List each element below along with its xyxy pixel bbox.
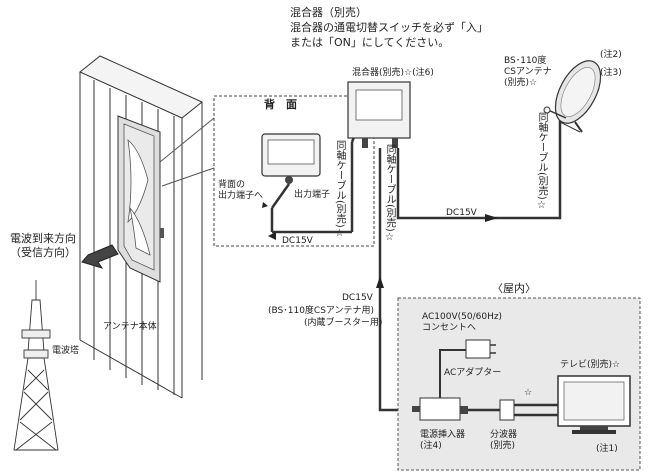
antenna-body-label: アンテナ本体 <box>103 322 157 332</box>
dc-up-arrow <box>376 276 384 288</box>
coax-right-label: 同軸ケーブル(別売)☆ <box>536 112 547 211</box>
power-inserter <box>412 397 500 421</box>
indoor-title: 〈屋内〉 <box>492 282 536 295</box>
output-terminal-back-label: 背面の 出力端子へ <box>218 180 264 201</box>
notice-line2: または「ON」にしてください。 <box>290 36 450 49</box>
note2-label: (注2) <box>600 50 622 60</box>
coax-left-label: 同軸ケーブル(別売)☆ <box>334 140 345 239</box>
adapter-label: ACアダプター <box>444 368 502 378</box>
bs-antenna-label: BS･110度 CSアンテナ (別売)☆ <box>504 56 552 88</box>
notice-title: 混合器（別売） <box>290 6 367 19</box>
back-panel-title: 背 面 <box>264 98 297 111</box>
dc-center-sub1: (BS･110度CSアンテナ用) <box>268 306 375 316</box>
dc-right-arrow <box>485 214 498 222</box>
antenna-body <box>117 115 164 283</box>
television <box>557 375 631 434</box>
back-panel-box <box>159 95 375 247</box>
dc-center-sub2: (内蔵ブースター用) <box>304 318 383 328</box>
note3-label: (注3) <box>600 68 622 78</box>
wave-direction-label: 電波到来方向 （受信方向） <box>10 232 76 259</box>
broadcast-tower <box>13 280 59 451</box>
wave-direction-arrow <box>81 244 119 269</box>
dc-right-label: DC15V <box>446 208 477 218</box>
splitter-label: 分波器 (別売) <box>490 430 518 451</box>
ac-label: AC100V(50/60Hz) コンセントへ <box>422 312 503 333</box>
dc-label-left: DC15V <box>282 236 313 246</box>
tower-label: 電波塔 <box>52 346 80 356</box>
dc-center-label: DC15V <box>342 293 373 303</box>
coax-center-label: 同軸ケーブル(別売)☆ <box>384 144 395 243</box>
note1-label: (注1) <box>596 444 618 454</box>
output-terminal-label: 出力端子 <box>294 190 331 200</box>
splitter-device <box>499 399 562 421</box>
star-label: ☆ <box>524 388 533 398</box>
mixer-label: 混合器(別売)☆(注6) <box>352 68 434 78</box>
tv-label: テレビ(別売)☆ <box>560 360 621 370</box>
power-inserter-label: 電源挿入器 (注4) <box>420 430 466 451</box>
bs-antenna-dish <box>543 60 602 133</box>
mixer-device <box>347 81 411 148</box>
ac-adapter <box>439 339 496 400</box>
notice-line1: 混合器の通電切替スイッチを必ず「入」 <box>290 21 488 34</box>
